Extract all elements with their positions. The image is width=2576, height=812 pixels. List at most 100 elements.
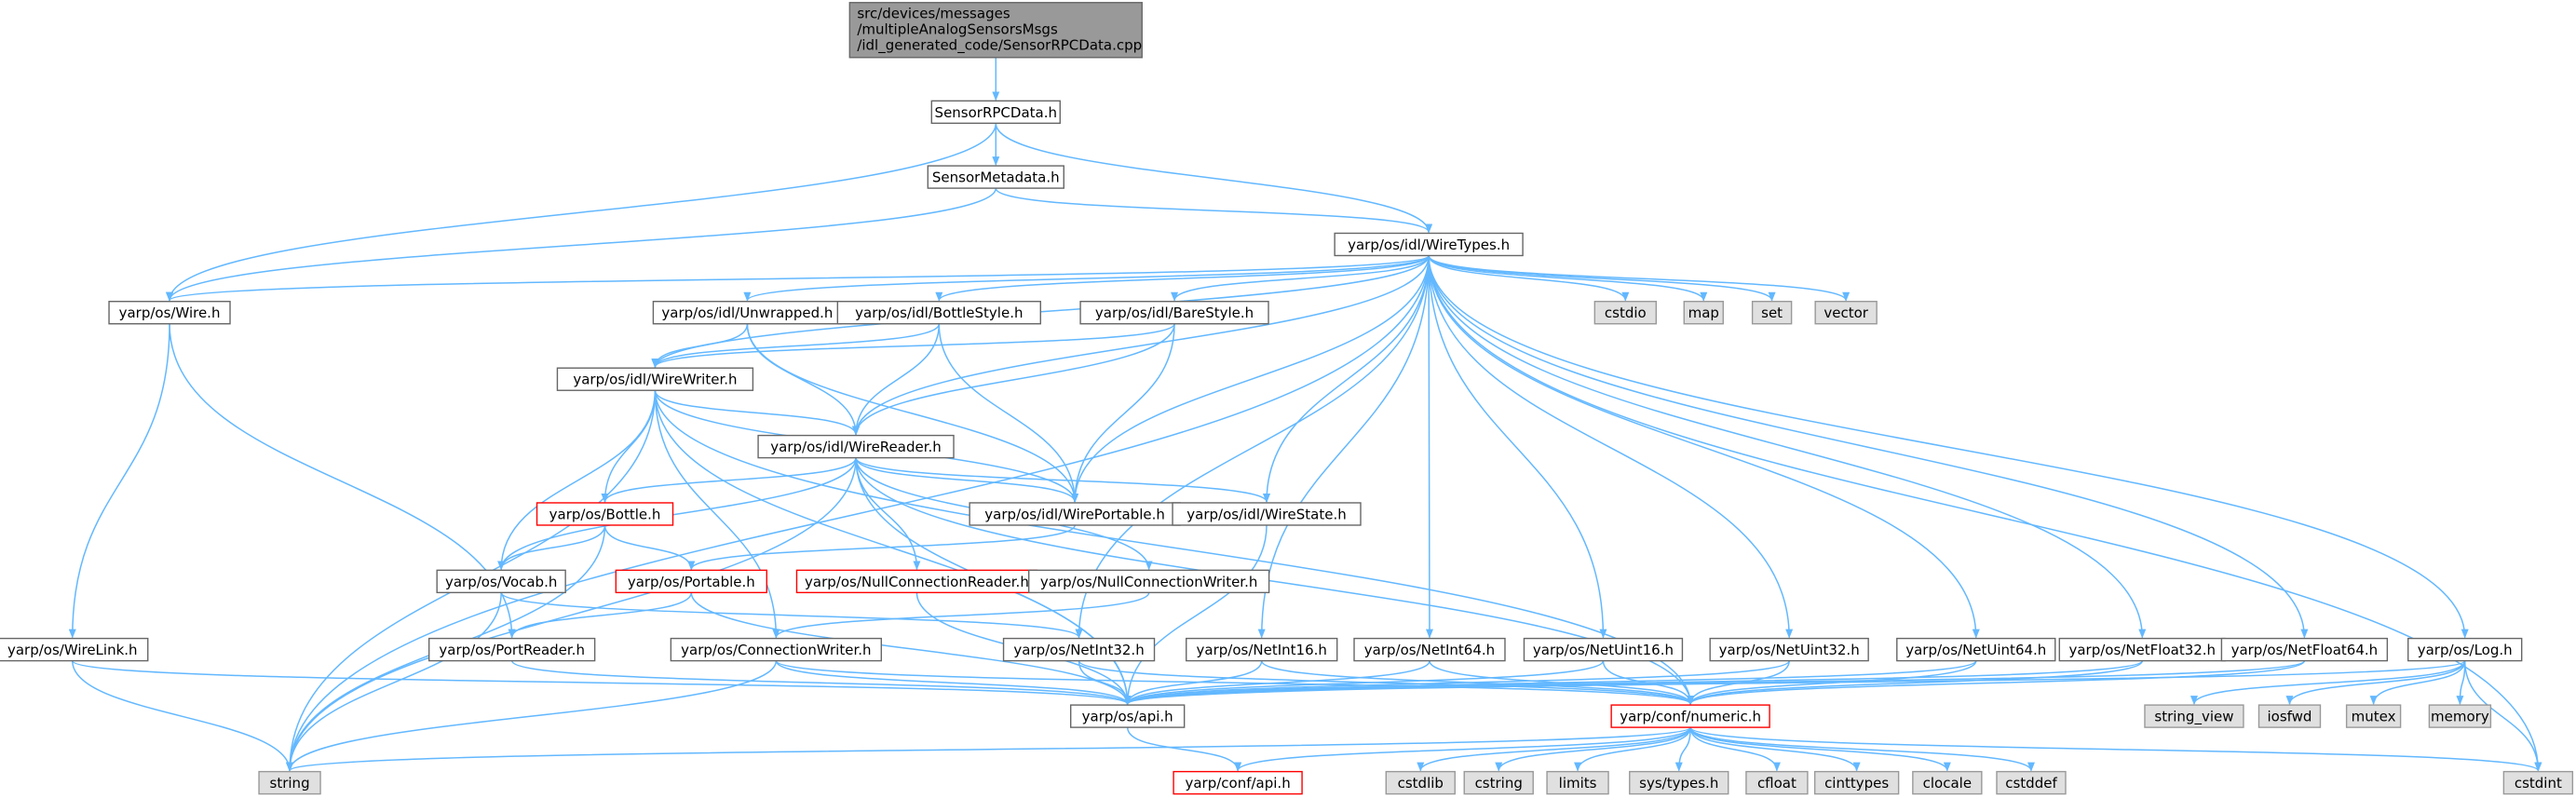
node-box (108, 301, 231, 325)
node-Wire_h[interactable]: yarp/os/Wire.h (108, 301, 231, 325)
edge-WireWriter_h-to-ConnectionWriter_h (654, 390, 780, 639)
edge-SensorMetadata_h-to-WireTypes_h (995, 187, 1432, 234)
edge-WireTypes_h-to-BottleStyle_h (935, 255, 1430, 302)
node-numeric_h[interactable]: yarp/conf/numeric.h (1610, 704, 1770, 728)
edge-WireTypes_h-to-cstdio (1428, 255, 1630, 302)
node-label: yarp/os/idl/BottleStyle.h (855, 304, 1023, 321)
node-Portable_h[interactable]: yarp/os/Portable.h (615, 569, 767, 594)
node-label: yarp/os/Bottle.h (549, 506, 661, 522)
node-Bottle_h[interactable]: yarp/os/Bottle.h (536, 502, 674, 526)
edge-WireTypes_h-to-Log_h (1428, 255, 2469, 639)
node-label: yarp/os/idl/BareStyle.h (1095, 304, 1254, 321)
node-WireReader_h[interactable]: yarp/os/idl/WireReader.h (757, 434, 955, 459)
edge-NetFloat64_h-to-api_h (1124, 659, 2306, 706)
node-PortReader_h[interactable]: yarp/os/PortReader.h (427, 637, 596, 662)
node-label: yarp/os/Log.h (2418, 642, 2513, 658)
node-SensorRPCData_h[interactable]: SensorRPCData.h (930, 100, 1061, 125)
node-set: set (1751, 301, 1793, 325)
node-WirePortable_h[interactable]: yarp/os/idl/WirePortable.h (969, 502, 1181, 526)
node-NetFloat64_h[interactable]: yarp/os/NetFloat64.h (2220, 637, 2389, 662)
node-label: string (270, 775, 310, 792)
node-box (1173, 770, 1303, 795)
node-label: yarp/os/ConnectionWriter.h (681, 642, 871, 658)
node-label: vector (1824, 304, 1868, 321)
node-box (836, 301, 1041, 325)
node-box (1079, 301, 1269, 325)
node-label: yarp/os/Portable.h (628, 574, 755, 590)
node-cfloat: cfloat (1745, 770, 1809, 795)
edge-ConnectionWriter_h-to-string (286, 660, 778, 772)
node-label: yarp/os/idl/WireState.h (1186, 506, 1346, 522)
node-root[interactable]: src/devices/messages/multipleAnalogSenso… (848, 2, 1143, 59)
node-box (1751, 301, 1793, 325)
edge-Log_h-to-string_view (2190, 660, 2466, 706)
edge-WireTypes_h-to-map (1428, 255, 1708, 302)
node-box (1610, 704, 1770, 728)
node-label: cinttypes (1824, 775, 1889, 792)
edge-BottleStyle_h-to-WireWriter_h (651, 323, 941, 369)
node-WireWriter_h[interactable]: yarp/os/idl/WireWriter.h (556, 367, 754, 391)
node-label: yarp/os/NetFloat32.h (2068, 642, 2216, 658)
node-map: map (1683, 301, 1724, 325)
node-label: string_view (2154, 709, 2233, 726)
node-box (2502, 770, 2574, 795)
node-NullConnectionReader_h[interactable]: yarp/os/NullConnectionReader.h (795, 569, 1038, 594)
node-conf_api_h[interactable]: yarp/conf/api.h (1173, 770, 1303, 795)
node-box (670, 637, 883, 662)
node-iosfwd: iosfwd (2257, 704, 2322, 728)
node-box (1334, 232, 1524, 257)
node-label: SensorMetadata.h (932, 169, 1060, 186)
node-BottleStyle_h[interactable]: yarp/os/idl/BottleStyle.h (836, 301, 1041, 325)
node-ConnectionWriter_h[interactable]: yarp/os/ConnectionWriter.h (670, 637, 883, 662)
node-cstdint: cstdint (2502, 770, 2574, 795)
node-label: cstdint (2515, 775, 2562, 792)
node-NetUint64_h[interactable]: yarp/os/NetUint64.h (1896, 637, 2056, 662)
node-box (2220, 637, 2389, 662)
node-cinttypes: cinttypes (1813, 770, 1900, 795)
node-NetUint16_h[interactable]: yarp/os/NetUint16.h (1523, 637, 1684, 662)
node-Unwrapped_h[interactable]: yarp/os/idl/Unwrapped.h (652, 301, 843, 325)
node-string_view: string_view (2144, 704, 2244, 728)
edge-Unwrapped_h-to-WirePortable_h (746, 323, 1079, 503)
node-WireTypes_h[interactable]: yarp/os/idl/WireTypes.h (1334, 232, 1524, 257)
node-NullConnectionWriter_h[interactable]: yarp/os/NullConnectionWriter.h (1027, 569, 1270, 594)
node-Log_h[interactable]: yarp/os/Log.h (2407, 637, 2523, 662)
edge-WireTypes_h-to-NetUint64_h (1428, 255, 1980, 639)
node-box (1523, 637, 1684, 662)
node-label: cfloat (1757, 775, 1796, 792)
node-box (1896, 637, 2056, 662)
node-label: yarp/os/Wire.h (119, 304, 221, 321)
edge-WireTypes_h-to-WireState_h (1263, 255, 1430, 503)
node-label: cstdlib (1398, 775, 1444, 792)
node-box (757, 434, 955, 459)
node-WireState_h[interactable]: yarp/os/idl/WireState.h (1172, 502, 1362, 526)
node-NetUint32_h[interactable]: yarp/os/NetUint32.h (1709, 637, 1869, 662)
edge-WireTypes_h-to-NetFloat64_h (1428, 255, 2309, 639)
node-box (536, 502, 674, 526)
edge-numeric_h-to-string (286, 726, 1691, 772)
node-box (1027, 569, 1270, 594)
node-api_h[interactable]: yarp/os/api.h (1069, 704, 1186, 728)
node-box (1814, 301, 1878, 325)
node-label: sys/types.h (1639, 775, 1718, 792)
edge-BareStyle_h-to-WirePortable_h (1071, 323, 1175, 503)
edge-ConnectionWriter_h-to-api_h (775, 660, 1132, 706)
edge-WireWriter_h-to-Bottle_h (601, 390, 657, 503)
node-Vocab_h[interactable]: yarp/os/Vocab.h (436, 569, 566, 594)
edge-WireTypes_h-to-BareStyle_h (1171, 255, 1430, 302)
node-NetInt32_h[interactable]: yarp/os/NetInt32.h (1002, 637, 1156, 662)
node-box (427, 637, 596, 662)
node-WireLink_h[interactable]: yarp/os/WireLink.h (0, 637, 149, 662)
node-box (1463, 770, 1534, 795)
node-NetFloat32_h[interactable]: yarp/os/NetFloat32.h (2058, 637, 2226, 662)
node-NetInt16_h[interactable]: yarp/os/NetInt16.h (1186, 637, 1338, 662)
node-box (1745, 770, 1809, 795)
edge-PortReader_h-to-api_h (510, 659, 1132, 706)
edge-Log_h-to-cstdint (2463, 660, 2542, 772)
node-NetInt64_h[interactable]: yarp/os/NetInt64.h (1353, 637, 1506, 662)
node-box (2407, 637, 2523, 662)
node-mutex: mutex (2345, 704, 2402, 728)
node-BareStyle_h[interactable]: yarp/os/idl/BareStyle.h (1079, 301, 1269, 325)
edge-Log_h-to-mutex (2369, 660, 2466, 706)
node-SensorMetadata_h[interactable]: SensorMetadata.h (927, 165, 1064, 189)
